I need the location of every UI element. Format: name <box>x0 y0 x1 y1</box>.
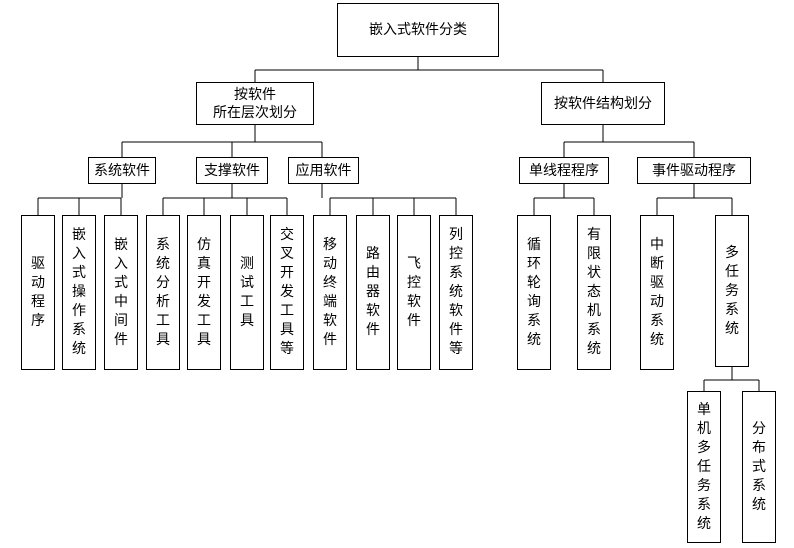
flight-control-software-label: 飞控软件 <box>407 255 421 329</box>
application-software-node: 应用软件 <box>288 157 359 184</box>
support-software-label: 支撑软件 <box>204 162 260 179</box>
interrupt-driven-system-node: 中断驱动系统 <box>640 215 674 370</box>
application-software-label: 应用软件 <box>295 162 352 179</box>
system-software-label: 系统软件 <box>94 162 150 179</box>
embedded-os-node: 嵌入式操作系统 <box>62 215 96 370</box>
simulation-dev-tools-label: 仿真开发工具 <box>197 236 211 348</box>
multitask-system-node: 多任务系统 <box>715 215 749 367</box>
embedded-middleware-label: 嵌入式中间件 <box>114 236 128 348</box>
by-layer-node: 按软件 所在层次划分 <box>196 82 314 125</box>
single-thread-label: 单线程程序 <box>529 162 599 179</box>
cross-dev-tools-node: 交叉开发工具等 <box>270 215 304 370</box>
simulation-dev-tools-node: 仿真开发工具 <box>187 215 221 370</box>
embedded-middleware-node: 嵌入式中间件 <box>104 215 138 370</box>
flight-control-software-node: 飞控软件 <box>397 215 431 370</box>
driver-node: 驱动程序 <box>21 215 55 370</box>
finite-state-machine-label: 有限状态机系统 <box>587 227 601 357</box>
support-software-node: 支撑软件 <box>196 157 268 184</box>
driver-label: 驱动程序 <box>31 255 45 329</box>
test-tools-label: 测试工具 <box>240 255 254 329</box>
multitask-system-label: 多任务系统 <box>725 244 739 337</box>
mobile-terminal-software-node: 移动终端软件 <box>313 215 347 370</box>
router-software-label: 路由器软件 <box>366 246 380 338</box>
test-tools-node: 测试工具 <box>230 215 264 370</box>
loop-polling-system-node: 循环轮询系统 <box>517 215 551 370</box>
train-control-software-node: 列控系统软件等 <box>439 215 473 370</box>
single-machine-multitask-node: 单机多任务系统 <box>687 391 721 543</box>
by-layer-label: 按软件 所在层次划分 <box>213 86 297 121</box>
cross-dev-tools-label: 交叉开发工具等 <box>280 227 294 357</box>
train-control-software-label: 列控系统软件等 <box>449 227 463 357</box>
interrupt-driven-system-label: 中断驱动系统 <box>650 236 664 348</box>
embedded-os-label: 嵌入式操作系统 <box>72 227 86 357</box>
system-analysis-tools-label: 系统分析工具 <box>156 236 170 348</box>
event-driven-label: 事件驱动程序 <box>652 162 736 179</box>
distributed-system-label: 分布式系统 <box>752 420 766 513</box>
root-label: 嵌入式软件分类 <box>369 22 467 38</box>
distributed-system-node: 分布式系统 <box>742 391 776 543</box>
system-software-node: 系统软件 <box>88 157 156 184</box>
root-node: 嵌入式软件分类 <box>337 3 499 57</box>
single-thread-node: 单线程程序 <box>519 157 609 184</box>
finite-state-machine-node: 有限状态机系统 <box>577 215 611 370</box>
router-software-node: 路由器软件 <box>356 215 390 370</box>
by-structure-label: 按软件结构划分 <box>554 95 652 112</box>
event-driven-node: 事件驱动程序 <box>637 157 751 184</box>
loop-polling-system-label: 循环轮询系统 <box>527 236 541 348</box>
mobile-terminal-software-label: 移动终端软件 <box>323 236 337 348</box>
by-structure-node: 按软件结构划分 <box>541 82 665 125</box>
system-analysis-tools-node: 系统分析工具 <box>146 215 180 370</box>
single-machine-multitask-label: 单机多任务系统 <box>697 401 711 532</box>
